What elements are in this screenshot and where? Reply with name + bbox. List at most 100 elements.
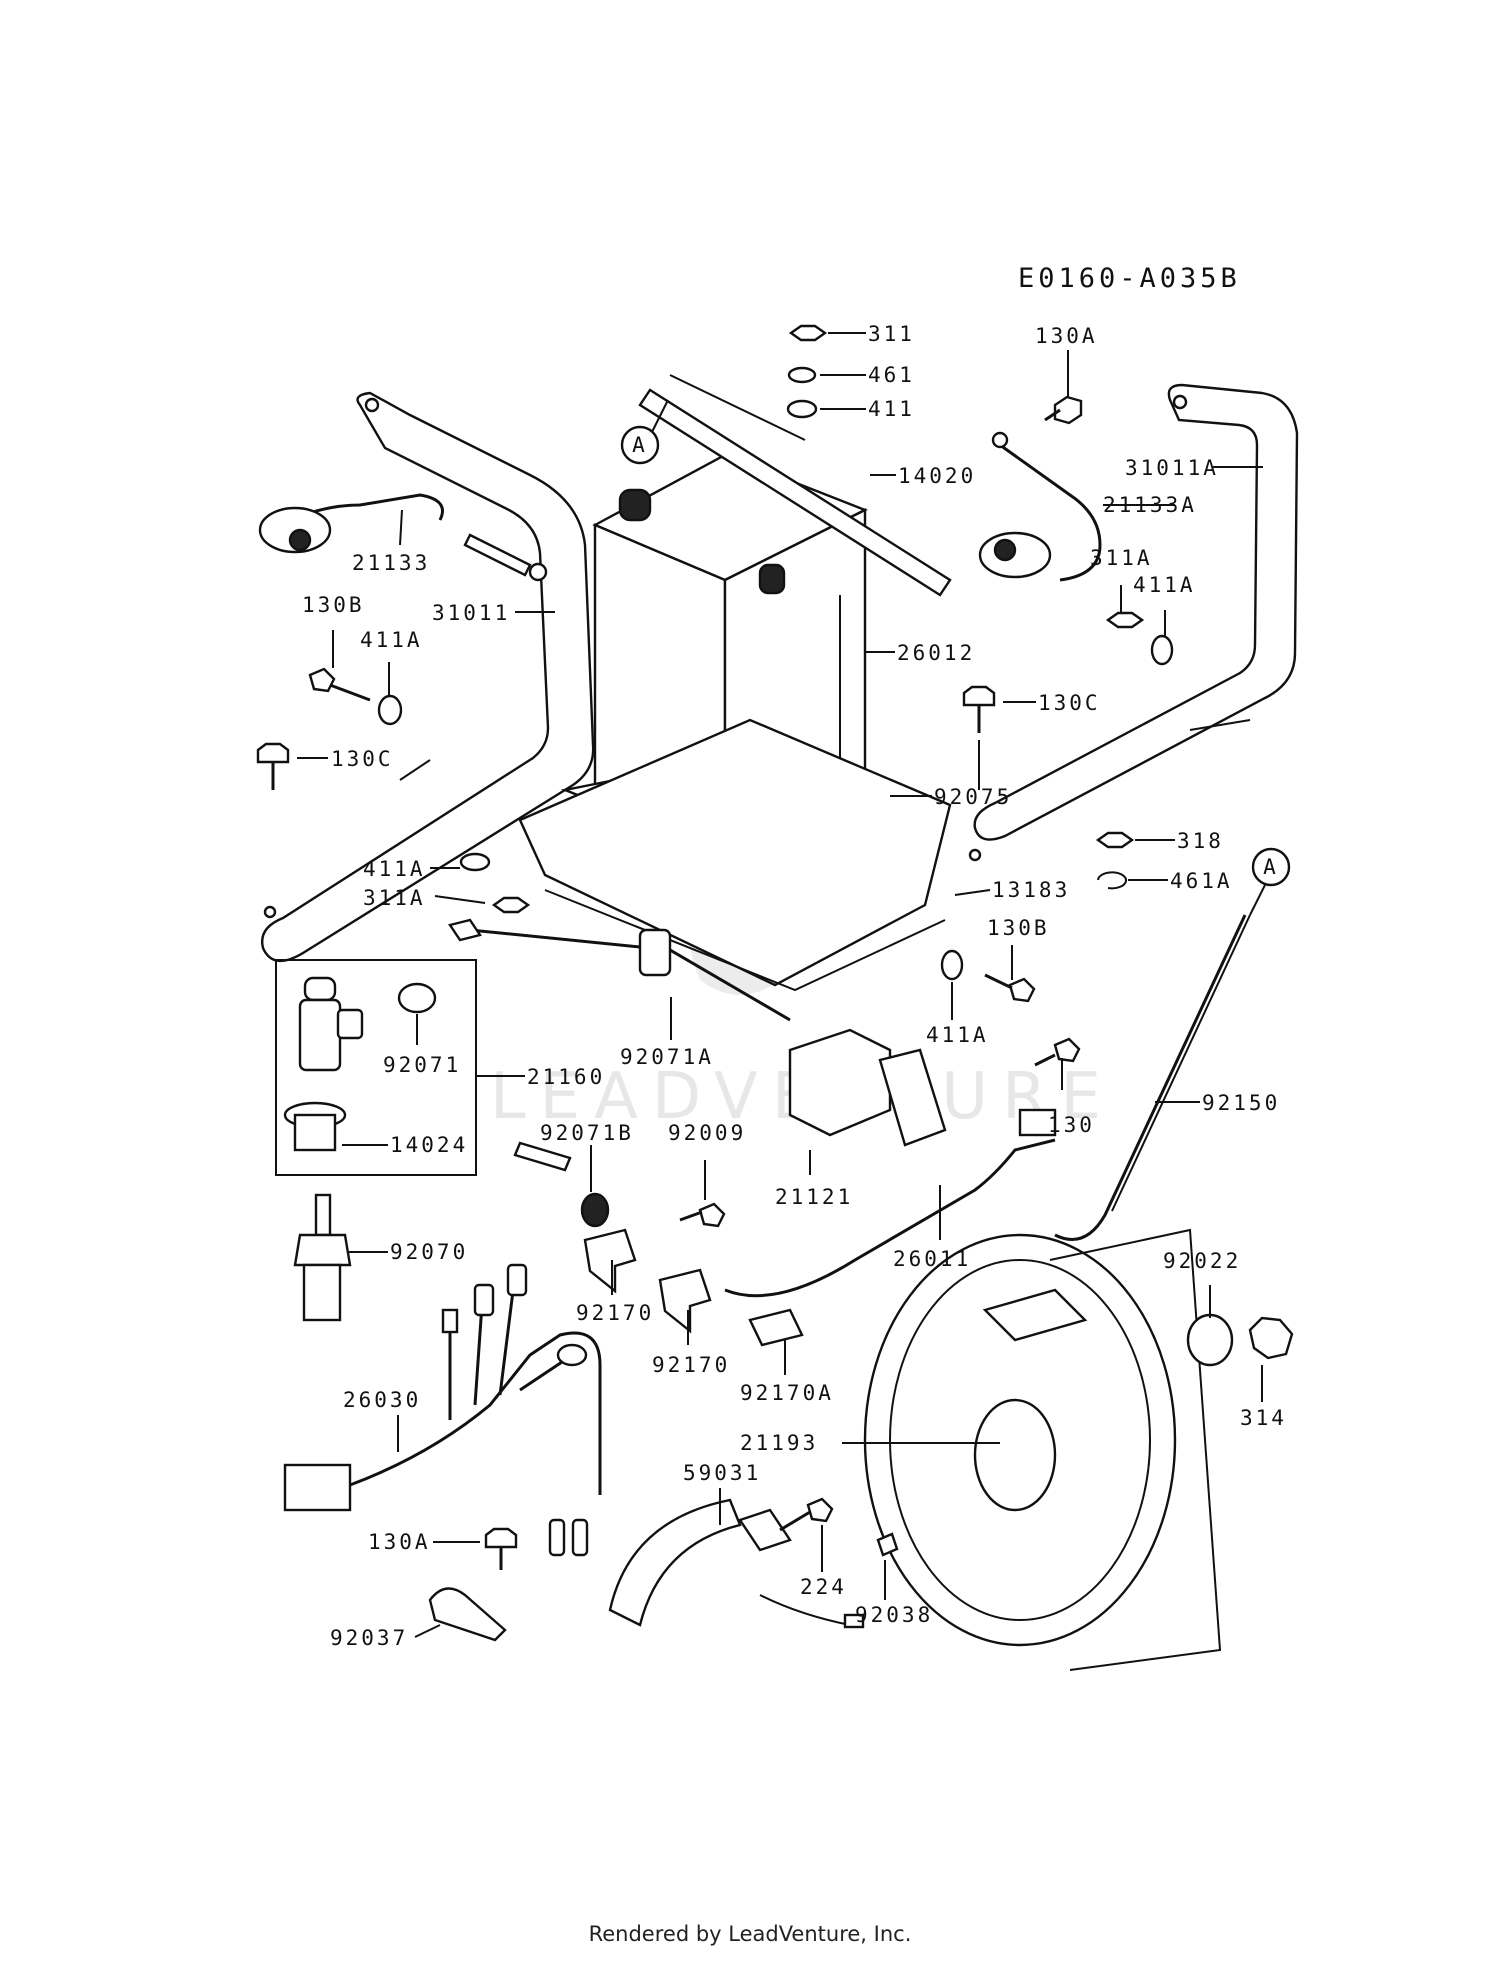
- washer-411A-left: [377, 694, 403, 726]
- terminal-92071B: [513, 1141, 610, 1228]
- hex-nut-311A-right: [1105, 611, 1145, 629]
- part-label: 21121: [775, 1185, 853, 1209]
- part-label: 92170: [652, 1353, 730, 1377]
- cap-seal: [283, 1101, 347, 1152]
- spark-plug-cap-group: [275, 959, 477, 1176]
- battery-strap: [638, 388, 952, 597]
- washer-411A-lower: [459, 852, 491, 872]
- part-label: 21133: [352, 551, 430, 575]
- part-labels: 311 461 411 130A 14020 31011A 21133A 211…: [302, 322, 1287, 1650]
- part-label: 21133A: [1103, 493, 1197, 517]
- svg-text:A: A: [632, 433, 648, 457]
- ignition-coil-core: [878, 1048, 947, 1147]
- part-label: 13183: [992, 878, 1070, 902]
- part-label: 21160: [527, 1065, 605, 1089]
- part-label: 130C: [1038, 691, 1101, 715]
- ignition-wire-26011: [724, 1108, 1057, 1298]
- part-label: 411: [868, 397, 915, 421]
- ref-marker-a-top: A: [620, 399, 669, 465]
- ignition-coil: [788, 1028, 892, 1137]
- hex-nut-311: [788, 324, 828, 342]
- washer-411A-right: [1150, 634, 1174, 666]
- part-label: 411A: [1133, 573, 1196, 597]
- bolt-130A-top: [1044, 395, 1083, 425]
- part-label: 130: [1048, 1113, 1095, 1137]
- stop-rod: [1054, 914, 1251, 1241]
- battery-tray: [518, 718, 952, 987]
- part-label: 314: [1240, 1406, 1287, 1430]
- ref-marker-a-right: A: [1249, 847, 1291, 916]
- part-label: 26030: [343, 1388, 421, 1412]
- part-label: 21193: [740, 1431, 818, 1455]
- bolt-130C-right: [962, 685, 996, 733]
- part-label: 130B: [302, 593, 365, 617]
- part-label: 26012: [897, 641, 975, 665]
- flywheel-nut: [1248, 1316, 1294, 1360]
- battery-cable-negative: [258, 493, 548, 582]
- woodruff-key: [876, 1532, 899, 1557]
- svg-text:A: A: [1263, 855, 1279, 879]
- bolt-130B-left: [308, 667, 371, 702]
- part-label: 224: [800, 1575, 847, 1599]
- footer-credit: Rendered by LeadVenture, Inc.: [588, 1922, 912, 1946]
- part-label: 92170A: [740, 1381, 834, 1405]
- bracket-92170-right: [658, 1268, 712, 1334]
- part-label: 92071A: [620, 1045, 714, 1069]
- spark-plug-cap: [298, 976, 364, 1072]
- part-label: 130A: [1035, 324, 1098, 348]
- washer-411: [786, 399, 818, 419]
- wiring-harness: [283, 1263, 602, 1557]
- part-label: 59031: [683, 1461, 761, 1485]
- bracket-92170-left: [583, 1228, 637, 1294]
- diagram-code: E0160-A035B: [1018, 263, 1241, 294]
- bolt-130A-lower: [484, 1527, 518, 1570]
- part-label: 311A: [363, 886, 426, 910]
- washer-92022: [1186, 1313, 1234, 1367]
- part-label: 92071: [383, 1053, 461, 1077]
- stator: [608, 1498, 865, 1629]
- part-label: 92070: [390, 1240, 468, 1264]
- part-label: 311: [868, 322, 915, 346]
- part-label: 92075: [934, 785, 1012, 809]
- part-label: 411A: [926, 1023, 989, 1047]
- part-label: 14020: [898, 464, 976, 488]
- clamp: [428, 1587, 507, 1642]
- part-label: 92009: [668, 1121, 746, 1145]
- plug-cap-boot: [397, 982, 437, 1014]
- part-label: 411A: [363, 857, 426, 881]
- hex-nut-311A-lower: [491, 896, 531, 914]
- part-label: 31011A: [1125, 456, 1219, 480]
- part-label: 318: [1177, 829, 1224, 853]
- washer-461A: [1097, 871, 1127, 890]
- part-label: 92022: [1163, 1249, 1241, 1273]
- flywheel: [863, 1228, 1222, 1671]
- hex-nut-318: [1095, 831, 1135, 849]
- handle-bar-right: [968, 383, 1299, 862]
- bracket-92170A: [748, 1308, 804, 1347]
- part-label: 92150: [1202, 1091, 1280, 1115]
- screw-92009: [679, 1202, 726, 1228]
- leader-lines: [297, 332, 1263, 1638]
- part-label: 461A: [1170, 869, 1233, 893]
- part-label: 92038: [855, 1603, 933, 1627]
- bolt-130C-left: [256, 742, 290, 790]
- washer-461: [787, 366, 817, 384]
- part-label: 311A: [1090, 546, 1153, 570]
- part-label: 92071B: [540, 1121, 634, 1145]
- part-label: 411A: [360, 628, 423, 652]
- part-label: 92037: [330, 1626, 408, 1650]
- part-label: 461: [868, 363, 915, 387]
- battery-cable-positive: [978, 431, 1102, 582]
- high-tension-lead: [448, 918, 791, 1022]
- part-label: 31011: [432, 601, 510, 625]
- bolt-130B-tray: [984, 973, 1036, 1003]
- part-label: 14024: [390, 1133, 468, 1157]
- part-label: 26011: [893, 1247, 971, 1271]
- spark-plug: [293, 1193, 352, 1322]
- screw-224: [779, 1497, 834, 1532]
- part-label: 130B: [987, 916, 1050, 940]
- washer-411A-tray: [940, 949, 964, 981]
- part-label: 130A: [368, 1530, 431, 1554]
